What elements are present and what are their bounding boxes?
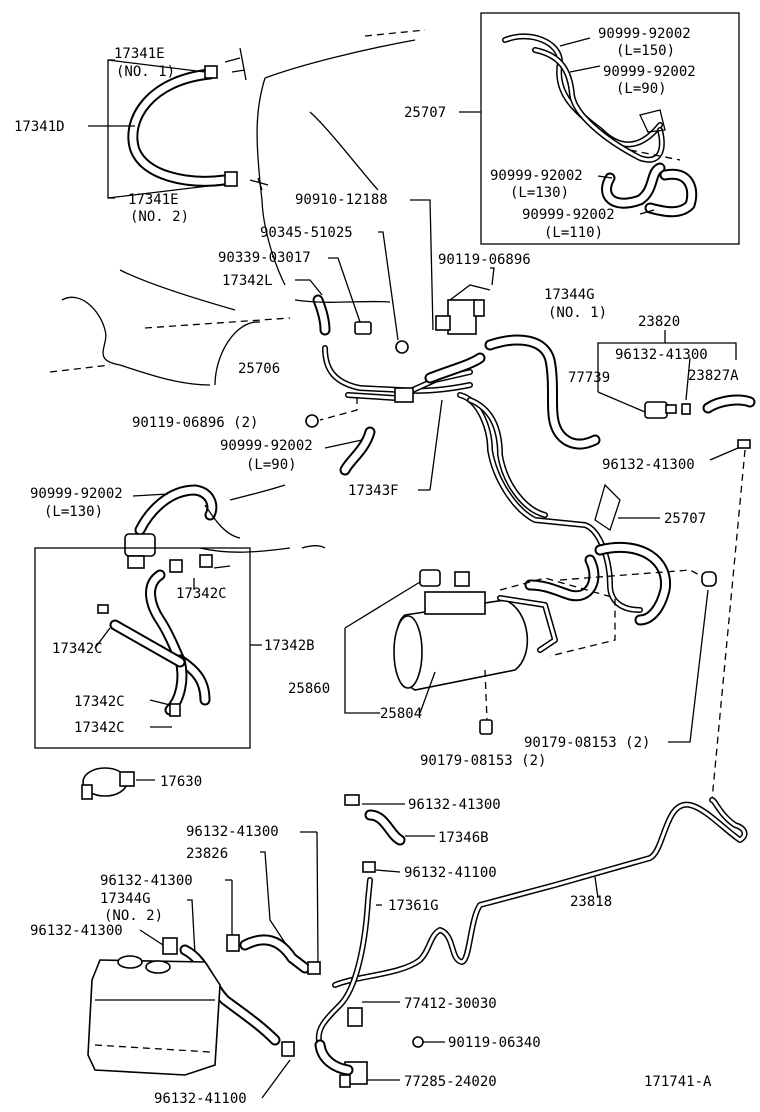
label-23818: 23818 bbox=[570, 894, 612, 910]
canister-25804 bbox=[344, 569, 616, 721]
label-l150: (L=150) bbox=[616, 43, 675, 59]
label-no1-b: (NO. 1) bbox=[548, 305, 607, 321]
vacuum-pipe-25706 bbox=[305, 345, 473, 428]
engine-outline-left bbox=[61, 296, 261, 386]
label-17344G-no1: 17344G bbox=[544, 287, 595, 303]
label-l90-top: (L=90) bbox=[616, 81, 667, 97]
label-90345-51025: 90345-51025 bbox=[260, 225, 353, 241]
label-96132-41100-a: 96132-41100 bbox=[404, 865, 497, 881]
label-23827A: 23827A bbox=[688, 368, 739, 384]
label-90119-06896: 90119-06896 bbox=[438, 252, 531, 268]
label-25707-mid: 25707 bbox=[664, 511, 706, 527]
filter-17630 bbox=[81, 767, 155, 800]
label-90179-08153-a: 90179-08153 (2) bbox=[524, 735, 650, 751]
label-17344G-no2: 17344G bbox=[100, 891, 151, 907]
label-90999-92002-l90-top: 90999-92002 bbox=[603, 64, 696, 80]
label-17342L: 17342L bbox=[222, 273, 273, 289]
label-90910-12188: 90910-12188 bbox=[295, 192, 388, 208]
label-17342C-2: 17342C bbox=[52, 641, 103, 657]
callout-labels: 17341E (NO. 1) 17341D 17341E (NO. 2) 257… bbox=[14, 26, 739, 1107]
label-17341E-no2: 17341E bbox=[128, 192, 179, 208]
label-171741-A: 171741-A bbox=[644, 1074, 712, 1090]
label-96132-41100-b: 96132-41100 bbox=[154, 1091, 247, 1107]
vsv-23820-group bbox=[597, 330, 756, 801]
label-17630: 17630 bbox=[160, 774, 202, 790]
label-90119-06896-2: 90119-06896 (2) bbox=[132, 415, 258, 431]
label-l110: (L=110) bbox=[544, 225, 603, 241]
label-25804: 25804 bbox=[380, 706, 422, 722]
label-96132-41300-f: 96132-41300 bbox=[30, 923, 123, 939]
label-96132-41300-b: 96132-41300 bbox=[602, 457, 695, 473]
hose-box-17342B bbox=[34, 547, 262, 749]
label-17361G: 17361G bbox=[388, 898, 439, 914]
label-77412-30030: 77412-30030 bbox=[404, 996, 497, 1012]
label-17346B: 17346B bbox=[438, 830, 489, 846]
fuel-pipe-23818 bbox=[332, 797, 748, 988]
label-77285-24020: 77285-24020 bbox=[404, 1074, 497, 1090]
label-96132-41300-e: 96132-41300 bbox=[100, 873, 193, 889]
label-23820: 23820 bbox=[638, 314, 680, 330]
vsv-valve bbox=[435, 284, 491, 335]
label-17341E-no1: 17341E bbox=[114, 46, 165, 62]
label-96132-41300-a: 96132-41300 bbox=[615, 347, 708, 363]
label-90999-92002-l130-top: 90999-92002 bbox=[490, 168, 583, 184]
label-90339-03017: 90339-03017 bbox=[218, 250, 311, 266]
label-17343F: 17343F bbox=[348, 483, 399, 499]
label-90999-92002-l90-mid: 90999-92002 bbox=[220, 438, 313, 454]
label-l130-top: (L=130) bbox=[510, 185, 569, 201]
label-17341D: 17341D bbox=[14, 119, 65, 135]
label-17342C-3: 17342C bbox=[74, 694, 125, 710]
label-90119-06340: 90119-06340 bbox=[448, 1035, 541, 1051]
label-23826: 23826 bbox=[186, 846, 228, 862]
hose-17341D-group bbox=[88, 47, 269, 199]
engine-outline-top bbox=[256, 39, 416, 286]
label-l130-mid: (L=130) bbox=[44, 504, 103, 520]
vacuum-pipe-box-25707 bbox=[459, 12, 740, 245]
label-96132-41300-d: 96132-41300 bbox=[186, 824, 279, 840]
label-25707-top: 25707 bbox=[404, 105, 446, 121]
label-90999-92002-l130-mid: 90999-92002 bbox=[30, 486, 123, 502]
label-25706: 25706 bbox=[238, 361, 280, 377]
label-17342C-1: 17342C bbox=[176, 586, 227, 602]
label-90999-92002-l110: 90999-92002 bbox=[522, 207, 615, 223]
label-96132-41300-c: 96132-41300 bbox=[408, 797, 501, 813]
label-no2-a: (NO. 2) bbox=[130, 209, 189, 225]
label-17342B: 17342B bbox=[264, 638, 315, 654]
label-l90-mid: (L=90) bbox=[246, 457, 297, 473]
label-no1-a: (NO. 1) bbox=[116, 64, 175, 80]
label-90999-92002-l150: 90999-92002 bbox=[598, 26, 691, 42]
fuel-tank bbox=[87, 955, 221, 1076]
label-77739: 77739 bbox=[568, 370, 610, 386]
label-no2-b: (NO. 2) bbox=[104, 908, 163, 924]
label-17342C-4: 17342C bbox=[74, 720, 125, 736]
filter-left bbox=[124, 533, 156, 569]
label-25860: 25860 bbox=[288, 681, 330, 697]
label-90179-08153-b: 90179-08153 (2) bbox=[420, 753, 546, 769]
